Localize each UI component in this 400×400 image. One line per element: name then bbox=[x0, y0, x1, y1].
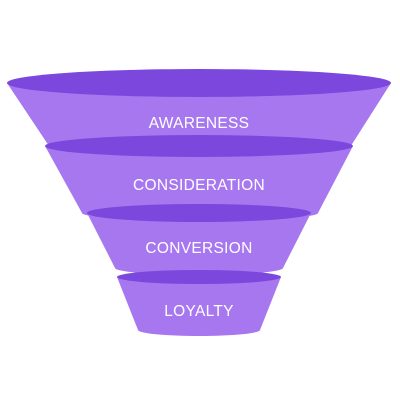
funnel-stage-loyalty-label: LOYALTY bbox=[164, 303, 234, 320]
funnel-stage-loyalty: LOYALTY bbox=[117, 270, 281, 336]
funnel-stage-consideration-top bbox=[45, 135, 353, 157]
funnel-stage-consideration: CONSIDERATION bbox=[45, 135, 353, 221]
funnel-stage-conversion-body bbox=[87, 213, 311, 275]
funnel-stage-loyalty-body bbox=[117, 277, 281, 336]
funnel-stage-loyalty-top bbox=[117, 270, 281, 284]
funnel-stage-conversion: CONVERSION bbox=[87, 204, 311, 275]
funnel-stage-conversion-label: CONVERSION bbox=[145, 240, 252, 257]
funnel-stage-awareness-top bbox=[7, 69, 391, 97]
funnel-stage-awareness-label: AWARENESS bbox=[149, 115, 250, 132]
funnel-stage-conversion-top bbox=[87, 204, 311, 222]
funnel-stage-consideration-body bbox=[45, 146, 353, 221]
funnel-stage-consideration-label: CONSIDERATION bbox=[133, 177, 265, 194]
